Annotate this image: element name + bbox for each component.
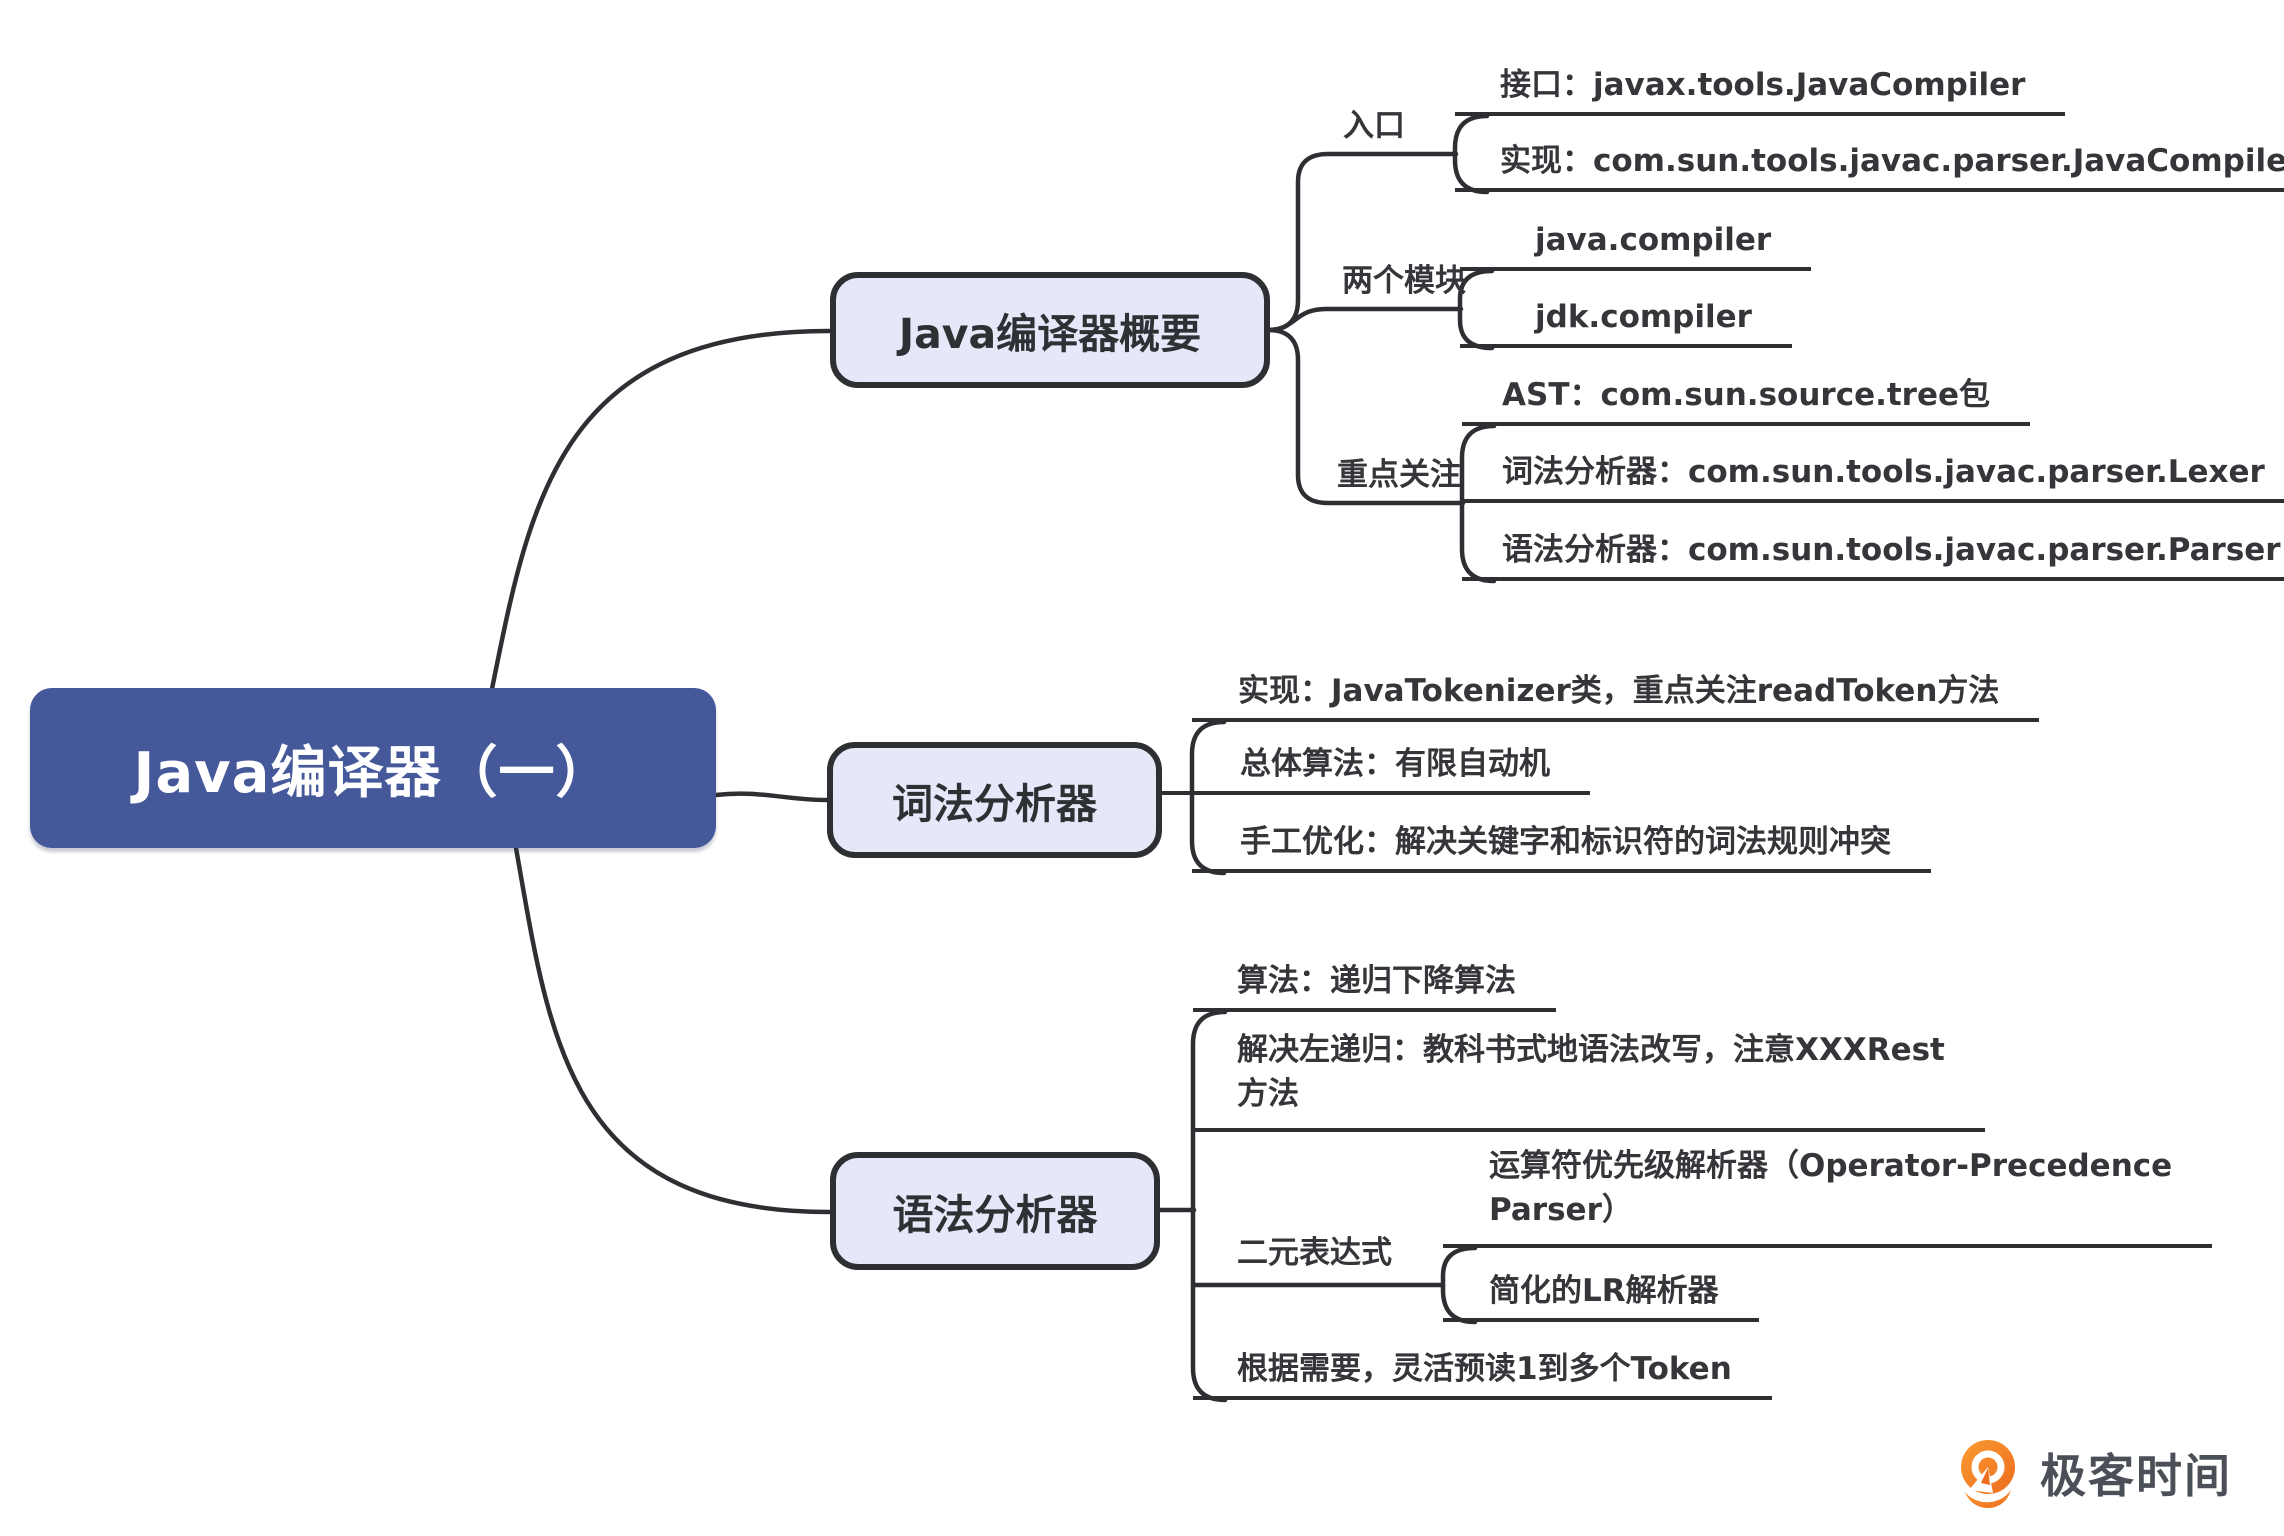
- branch-overview[interactable]: Java编译器概要: [830, 272, 1270, 388]
- leaf-parser-left-recursion[interactable]: 解决左递归：教科书式地语法改写，注意XXXRest 方法: [1193, 1028, 1985, 1132]
- leaf-entry-interface[interactable]: 接口：javax.tools.JavaCompiler: [1455, 58, 2066, 116]
- leaf-focus-ast[interactable]: AST：com.sun.source.tree包: [1462, 368, 2031, 426]
- edge-root-lexer: [713, 791, 829, 803]
- branch-parser[interactable]: 语法分析器: [830, 1152, 1160, 1270]
- leaf-module-java-compiler[interactable]: java.compiler: [1460, 213, 1812, 271]
- leaf-entry-impl[interactable]: 实现：com.sun.tools.javac.parser.JavaCompil…: [1455, 134, 2284, 192]
- leaf-lexer-algorithm[interactable]: 总体算法：有限自动机: [1162, 737, 1590, 795]
- edge-overview-focus: [1265, 327, 1466, 506]
- leaf-lexer-optimization[interactable]: 手工优化：解决关键字和标识符的词法规则冲突: [1192, 815, 1931, 873]
- group-entry-label[interactable]: 入口: [1343, 108, 1405, 144]
- geektime-logo: 极客时间: [1956, 1438, 2232, 1508]
- geektime-logo-text: 极客时间: [2040, 1449, 2232, 1503]
- edge-root-overview: [489, 328, 832, 692]
- group-modules-label[interactable]: 两个模块: [1342, 263, 1466, 299]
- group-focus-label[interactable]: 重点关注: [1337, 457, 1461, 493]
- leaf-parser-algorithm[interactable]: 算法：递归下降算法: [1193, 954, 1556, 1012]
- edge-root-parser: [513, 845, 832, 1215]
- branch-overview-label: Java编译器概要: [898, 310, 1202, 358]
- leaf-module-jdk-compiler[interactable]: jdk.compiler: [1460, 290, 1792, 348]
- leaf-binary-operator-precedence[interactable]: 运算符优先级解析器（Operator-Precedence Parser）: [1443, 1144, 2213, 1248]
- leaf-focus-parser[interactable]: 语法分析器：com.sun.tools.javac.parser.Parser: [1462, 523, 2284, 581]
- group-binary-label[interactable]: 二元表达式: [1237, 1235, 1392, 1271]
- root-topic[interactable]: Java编译器（一）: [30, 688, 716, 848]
- leaf-lexer-impl[interactable]: 实现：JavaTokenizer类，重点关注readToken方法: [1192, 664, 2040, 722]
- leaf-parser-lookahead[interactable]: 根据需要，灵活预读1到多个Token: [1193, 1342, 1772, 1400]
- leaf-focus-lexer[interactable]: 词法分析器：com.sun.tools.javac.parser.Lexer: [1462, 445, 2284, 503]
- branch-lexer[interactable]: 词法分析器: [827, 742, 1162, 858]
- root-topic-label: Java编译器（一）: [133, 740, 613, 806]
- branch-lexer-label: 词法分析器: [892, 780, 1097, 828]
- leaf-binary-lr-parser[interactable]: 简化的LR解析器: [1443, 1264, 1759, 1322]
- geektime-logo-icon: [1961, 1440, 2015, 1508]
- branch-parser-label: 语法分析器: [892, 1191, 1098, 1239]
